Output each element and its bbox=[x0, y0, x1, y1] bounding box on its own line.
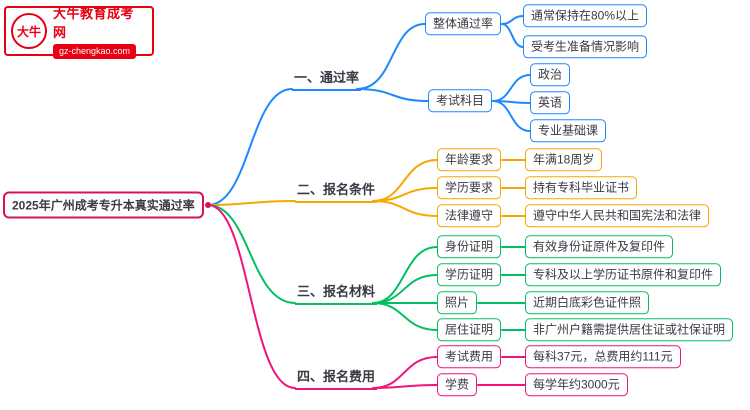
connector bbox=[372, 302, 438, 331]
mindmap-node: 学历证明 bbox=[437, 263, 502, 287]
mindmap-leaf: 受考生准备情况影响 bbox=[523, 35, 648, 59]
mindmap-leaf: 每科37元，总费用约111元 bbox=[525, 345, 681, 369]
mindmap-leaf: 遵守中华人民共和国宪法和法律 bbox=[525, 204, 710, 228]
logo-domain: gz-chengkao.com bbox=[53, 44, 137, 59]
connector bbox=[501, 15, 524, 25]
mindmap-node: 整体通过率 bbox=[425, 12, 502, 36]
mindmap-node: 居住证明 bbox=[437, 318, 502, 342]
mindmap-node: 学费 bbox=[437, 373, 478, 397]
mindmap-leaf: 有效身份证原件及复印件 bbox=[525, 235, 674, 259]
mindmap-leaf: 政治 bbox=[530, 63, 571, 87]
logo-text-block: 大牛教育成考网 gz-chengkao.com bbox=[53, 3, 147, 59]
connector bbox=[372, 246, 438, 304]
connector bbox=[492, 100, 531, 132]
mindmap-node: 法律遵守 bbox=[437, 204, 502, 228]
root-anchor-dot bbox=[205, 202, 211, 208]
mindmap-leaf: 通常保持在80%以上 bbox=[523, 4, 648, 28]
mindmap-leaf: 英语 bbox=[530, 91, 571, 115]
mindmap-node: 考试费用 bbox=[437, 345, 502, 369]
connector bbox=[207, 88, 293, 206]
mindmap-node: 年龄要求 bbox=[437, 148, 502, 172]
mindmap-leaf: 近期白底彩色证件照 bbox=[525, 291, 650, 315]
connector bbox=[207, 200, 296, 206]
connector bbox=[207, 204, 296, 304]
connector bbox=[356, 23, 426, 90]
connector bbox=[356, 88, 429, 102]
mindmap-leaf: 专科及以上学历证书原件和复印件 bbox=[525, 263, 722, 287]
bull-logo-icon: 大牛 bbox=[11, 13, 47, 49]
mindmap-leaf: 非广州户籍需提供居住证或社保证明 bbox=[525, 318, 734, 342]
connector bbox=[207, 204, 296, 389]
branch-label-pass-rate: 一、通过率 bbox=[292, 67, 362, 91]
mindmap-node: 照片 bbox=[437, 291, 478, 315]
branch-label-fees: 四、报名费用 bbox=[295, 366, 378, 390]
mindmap-node: 身份证明 bbox=[437, 235, 502, 259]
connector bbox=[372, 356, 438, 389]
mindmap-leaf: 持有专科毕业证书 bbox=[525, 176, 638, 200]
branch-label-materials: 三、报名材料 bbox=[295, 281, 378, 305]
root-node: 2025年广州成考专升本真实通过率 bbox=[3, 191, 204, 219]
mindmap-node: 学历要求 bbox=[437, 176, 502, 200]
site-logo: 大牛 大牛教育成考网 gz-chengkao.com bbox=[4, 3, 154, 59]
connector bbox=[372, 274, 438, 304]
mindmap-leaf: 每学年约3000元 bbox=[525, 373, 628, 397]
connector bbox=[501, 23, 524, 48]
branch-label-requirements: 二、报名条件 bbox=[295, 179, 378, 203]
connector bbox=[492, 74, 531, 102]
mindmap-leaf: 专业基础课 bbox=[530, 119, 607, 143]
logo-title: 大牛教育成考网 bbox=[53, 6, 135, 41]
mindmap-leaf: 年满18周岁 bbox=[525, 148, 603, 172]
connector bbox=[372, 384, 438, 389]
connector bbox=[372, 200, 438, 217]
mindmap-node: 考试科目 bbox=[428, 89, 493, 113]
